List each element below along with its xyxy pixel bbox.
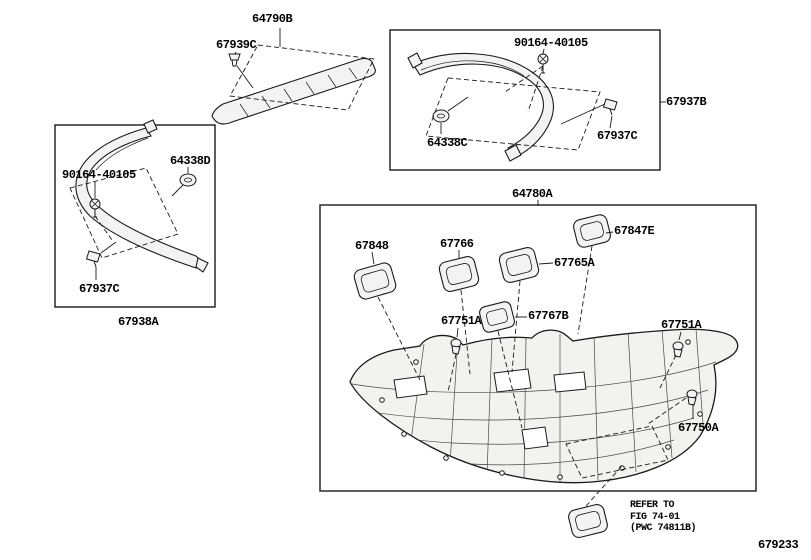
grommet-64338d-icon bbox=[179, 173, 197, 187]
cover-67765a bbox=[498, 247, 540, 283]
clip-67937c-icon-left bbox=[85, 250, 101, 268]
panel-openings bbox=[393, 368, 587, 450]
part-label-67937c-left: 67937C bbox=[79, 282, 120, 296]
part-label-67939c: 67939C bbox=[216, 38, 257, 52]
door-pull-strap-67937b bbox=[407, 52, 554, 162]
part-label-67765a: 67765A bbox=[554, 256, 595, 270]
part-label-67751a-left: 67751A bbox=[441, 314, 482, 328]
box-strap-group bbox=[389, 29, 661, 171]
part-label-67766: 67766 bbox=[440, 237, 474, 251]
screw-90164-icon-left bbox=[89, 198, 101, 218]
part-label-64780a: 64780A bbox=[512, 187, 553, 201]
garnish-67938a bbox=[75, 119, 209, 273]
leader-lines bbox=[94, 28, 694, 419]
part-label-67750a: 67750A bbox=[678, 421, 719, 435]
part-label-90164-left: 90164-40105 bbox=[62, 168, 136, 182]
refer-note: REFER TO FIG 74-01 (PWC 74811B) bbox=[630, 500, 697, 535]
construction-lines bbox=[69, 44, 687, 507]
cover-refer-part bbox=[568, 503, 608, 539]
part-label-67848: 67848 bbox=[355, 239, 389, 253]
refer-note-line2: FIG 74-01 bbox=[630, 511, 680, 523]
cover-67847e bbox=[573, 214, 611, 248]
part-label-64338c: 64338C bbox=[427, 136, 468, 150]
clip-67939c-icon bbox=[228, 53, 241, 67]
cover-67767b bbox=[479, 301, 515, 333]
clip-67750a-icon bbox=[686, 389, 698, 406]
part-label-90164-top: 90164-40105 bbox=[514, 36, 588, 50]
clip-67937c-icon-top bbox=[602, 98, 618, 116]
screw-90164-icon-top bbox=[537, 53, 549, 74]
part-label-64338d: 64338D bbox=[170, 154, 211, 168]
part-label-67751a-right: 67751A bbox=[661, 318, 702, 332]
box-garnish-group bbox=[54, 124, 216, 308]
back-door-trim-panel-64780a bbox=[349, 328, 739, 484]
part-label-64790b: 64790B bbox=[252, 12, 293, 26]
refer-note-line1: REFER TO bbox=[630, 500, 675, 511]
scuff-plate-64790b bbox=[211, 57, 376, 125]
clip-67751a-left-icon bbox=[450, 338, 462, 355]
cover-67766 bbox=[438, 256, 480, 292]
cover-67848 bbox=[353, 262, 397, 300]
part-label-67937c-top: 67937C bbox=[597, 129, 638, 143]
figure-code: 679233 bbox=[758, 538, 799, 552]
part-label-67937b: 67937B bbox=[666, 95, 707, 109]
part-label-67767b: 67767B bbox=[528, 309, 569, 323]
part-label-67847e: 67847E bbox=[614, 224, 655, 238]
part-label-67938a: 67938A bbox=[118, 315, 159, 329]
refer-note-line3: (PWC 74811B) bbox=[630, 523, 697, 534]
grommet-64338c-icon bbox=[432, 109, 450, 123]
